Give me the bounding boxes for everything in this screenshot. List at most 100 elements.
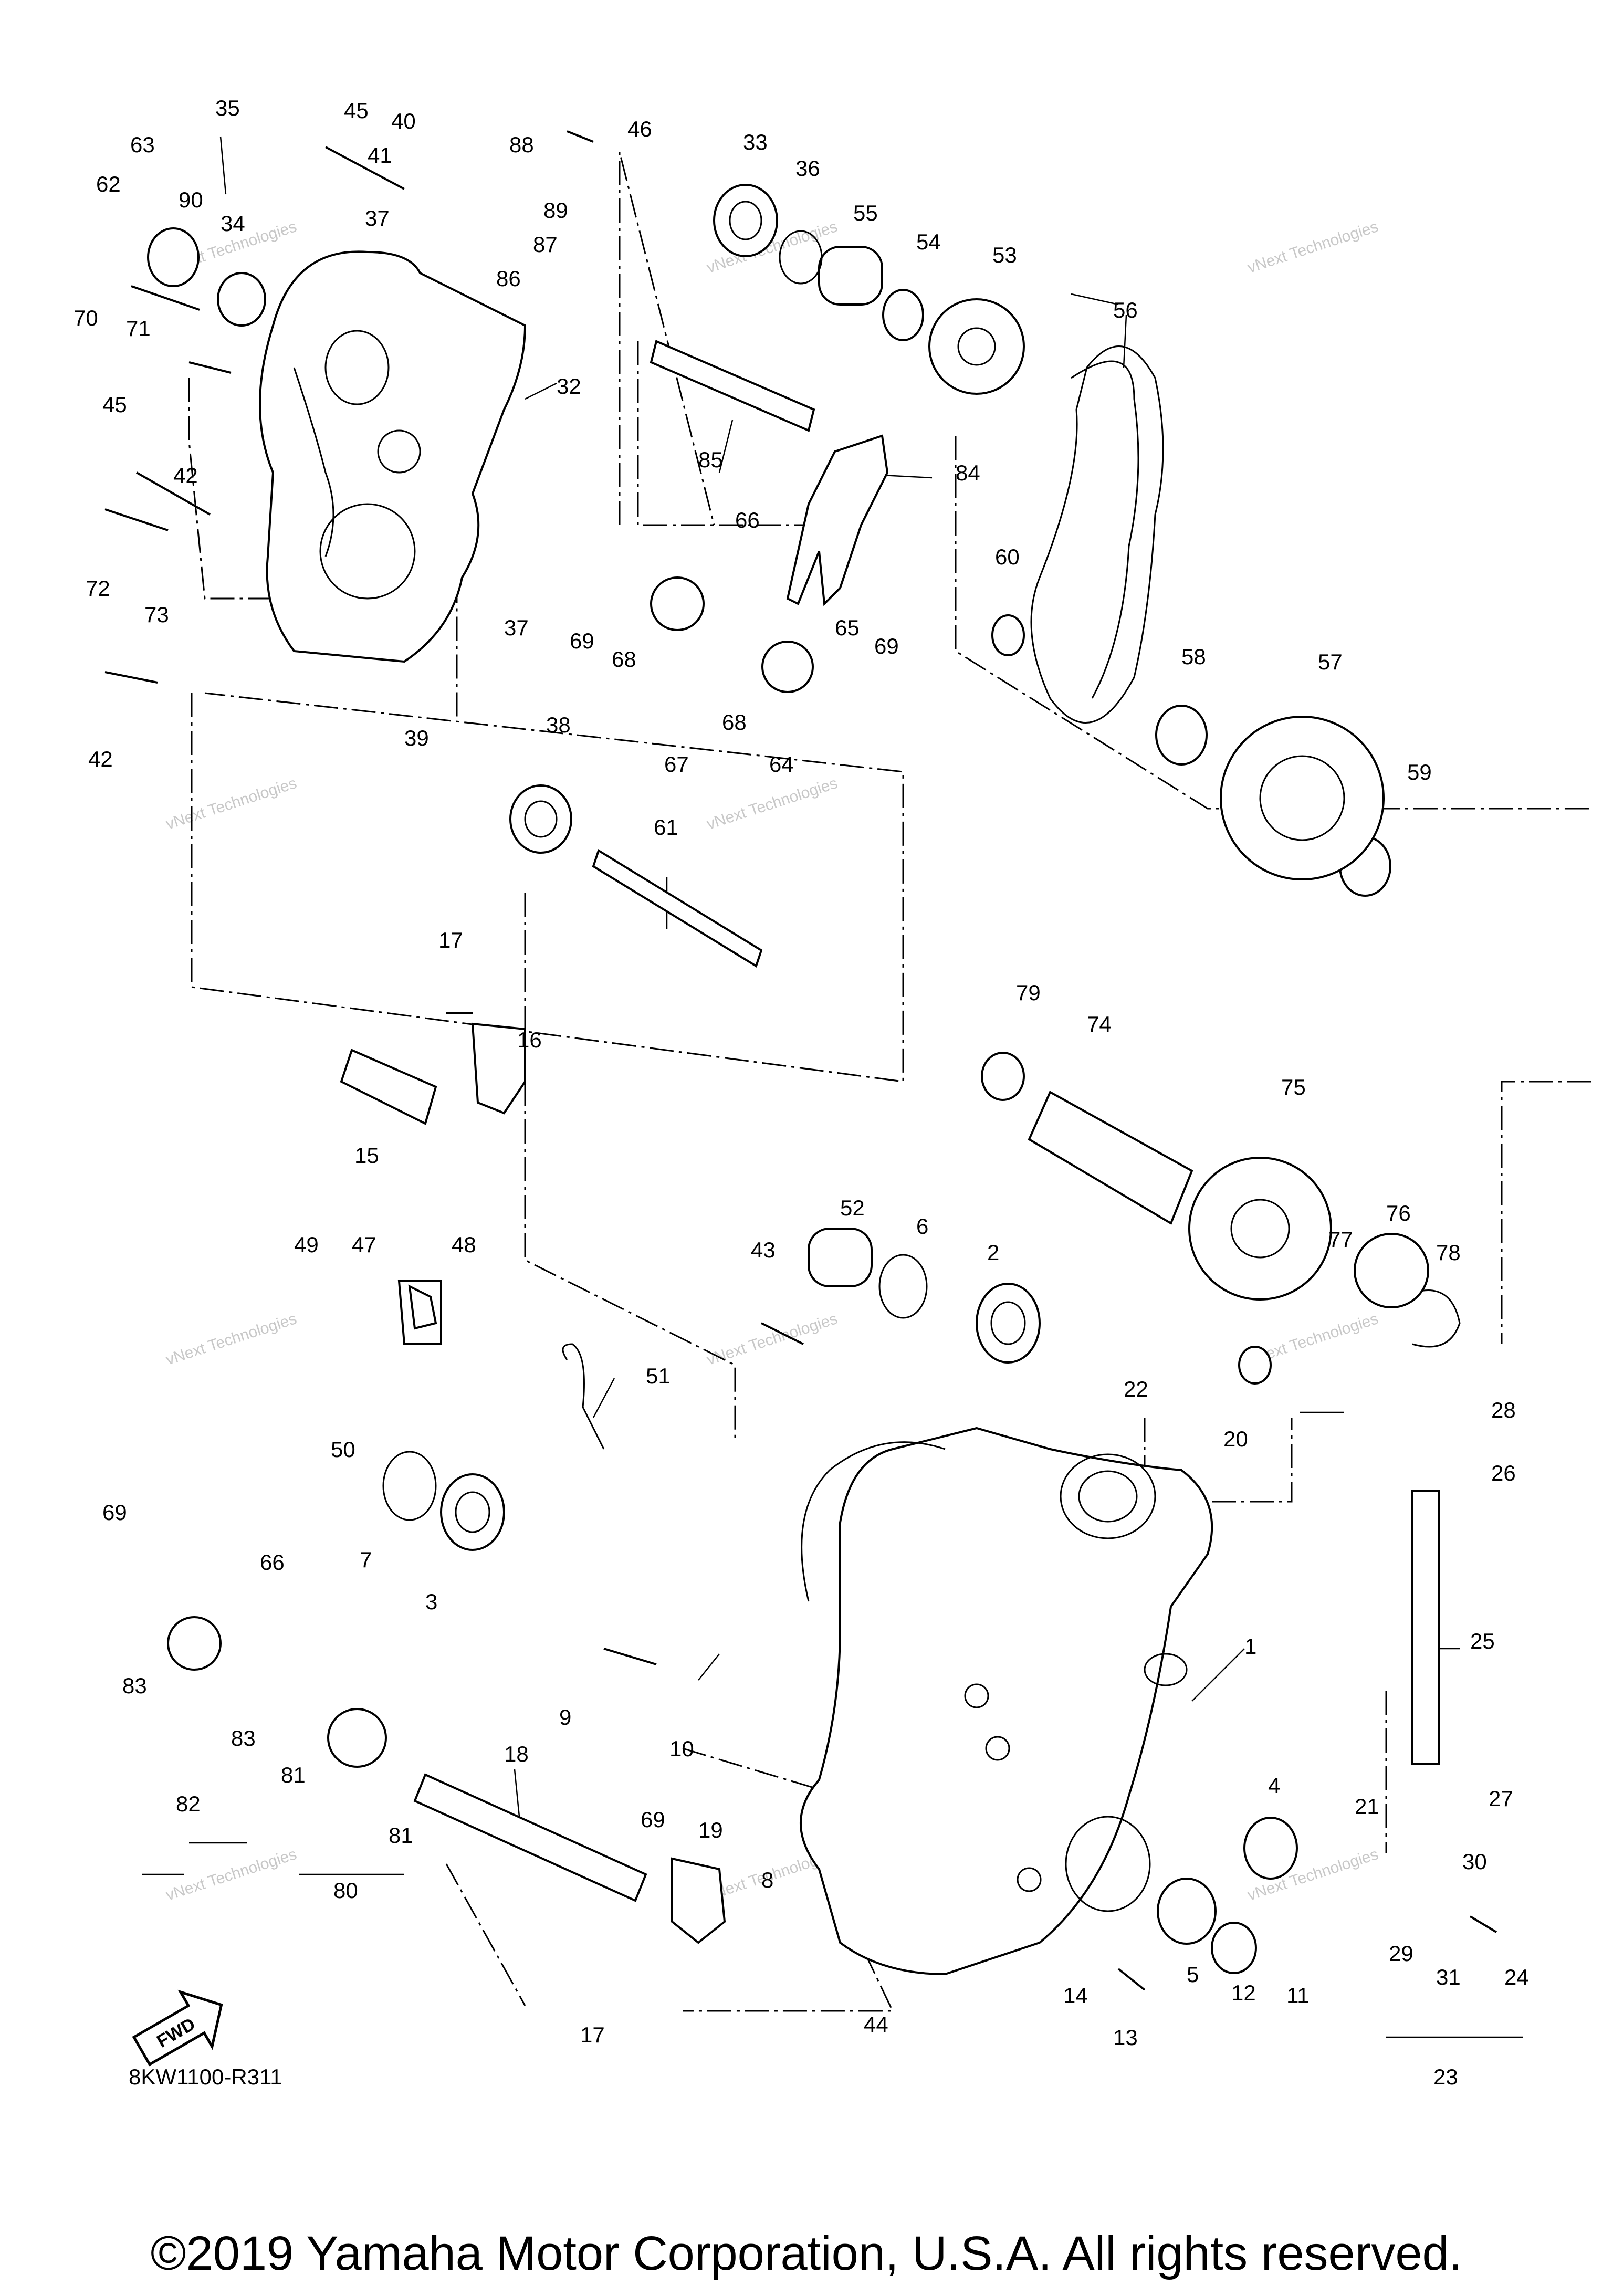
callout-18: 18 [504,1742,529,1766]
callout-33: 33 [743,130,768,154]
callout-20: 20 [1223,1427,1248,1451]
callout-21: 21 [1355,1794,1379,1819]
gear-53 [928,298,1025,395]
bearing-2 [976,1283,1041,1364]
callout-36: 36 [795,156,820,181]
callout-58: 58 [1181,644,1206,669]
callout-24: 24 [1504,1965,1529,1989]
bolt-45b [136,471,211,516]
callout-70: 70 [74,306,98,330]
callout-35: 35 [215,96,240,120]
callout-48: 48 [452,1232,476,1257]
dipstick-51 [562,1343,605,1450]
callout-11: 11 [1286,1983,1310,2008]
bearing-12 [1211,1922,1257,1974]
callout-8: 8 [761,1868,773,1892]
callout-69: 69 [570,628,594,653]
callout-27: 27 [1489,1786,1513,1811]
callout-60: 60 [995,544,1020,569]
callout-81: 81 [281,1763,306,1787]
callout-31: 31 [1436,1965,1461,1989]
callout-4: 4 [1268,1773,1280,1798]
seal-4 [1243,1817,1298,1880]
copyright-notice: ©2019 Yamaha Motor Corporation, U.S.A. A… [150,2227,1463,2280]
callout-16: 16 [517,1028,542,1052]
callout-79: 79 [1016,980,1041,1005]
callout-76: 76 [1386,1201,1411,1225]
callout-68b: 68 [722,710,747,735]
callout-55: 55 [853,201,878,225]
callout-52: 52 [840,1196,865,1220]
callout-53: 53 [992,243,1017,267]
gear-80 [327,1708,387,1768]
inner-case [800,1427,1213,1976]
callout-57: 57 [1318,649,1343,674]
callout-86: 86 [496,266,521,291]
gear-75 [1188,1157,1332,1301]
callout-12: 12 [1231,1980,1256,2005]
callout-42b: 42 [88,747,113,771]
callout-72: 72 [86,576,110,601]
seal-34 [217,272,266,327]
callout-1: 1 [1244,1634,1256,1659]
shaft-85 [650,340,815,432]
callout-3: 3 [425,1589,437,1614]
bolt-70 [131,285,200,311]
callout-54: 54 [916,229,941,254]
callout-2: 2 [987,1240,999,1265]
watermark: vNext Technologies [164,1846,299,1904]
shaft-74 [1028,1091,1193,1225]
callout-22: 22 [1124,1377,1148,1401]
watermark: vNext Technologies [705,774,840,833]
callout-25: 25 [1470,1629,1495,1653]
plate-19 [671,1857,726,1944]
bolt-43 [761,1322,804,1345]
callout-75: 75 [1281,1075,1306,1099]
washer-60 [991,614,1025,656]
callout-5: 5 [1187,1962,1199,1987]
callout-80: 80 [333,1878,358,1903]
callout-9: 9 [559,1705,571,1729]
bolt-42b [188,361,232,374]
callout-45: 45 [344,98,369,123]
gear-67 [650,576,705,631]
callout-69c: 69 [102,1500,127,1525]
callout-66: 66 [735,508,760,532]
shift-fork-84 [786,434,889,606]
callout-83: 83 [122,1673,147,1698]
callout-29: 29 [1389,1941,1413,1966]
callout-41: 41 [368,143,392,167]
outer-case-cover [259,250,527,663]
bolt-13 [1117,1968,1146,1991]
callout-7: 7 [360,1547,372,1572]
callout-85: 85 [698,447,723,472]
callouts: 35 45 40 41 46 88 89 87 86 63 62 90 34 3… [74,96,1529,2089]
callout-38: 38 [546,712,571,737]
callout-37: 37 [365,206,390,230]
callout-40: 40 [391,109,416,133]
callout-50: 50 [331,1437,355,1462]
callout-32: 32 [557,374,581,399]
callout-74: 74 [1087,1012,1112,1036]
diagram-code: 8KW1100-R311 [129,2064,282,2089]
callout-66b: 66 [260,1550,285,1575]
callout-63: 63 [130,132,155,157]
callout-56: 56 [1113,298,1138,322]
callout-13: 13 [1113,2025,1138,2050]
callout-30: 30 [1462,1849,1487,1874]
callout-43: 43 [751,1238,776,1262]
plate-16 [471,1022,526,1115]
callout-17b: 17 [580,2022,605,2047]
callout-26: 26 [1491,1461,1516,1485]
gear-64 [761,641,814,693]
callout-64: 64 [769,752,794,777]
bolt-42 [104,671,158,684]
callout-78: 78 [1436,1240,1461,1265]
collar-55 [818,246,883,306]
leader-lines [142,136,1523,2038]
bolt-30 [1469,1915,1497,1933]
callout-89: 89 [543,198,568,223]
callout-44: 44 [864,2012,888,2037]
callout-45b: 45 [102,392,127,417]
